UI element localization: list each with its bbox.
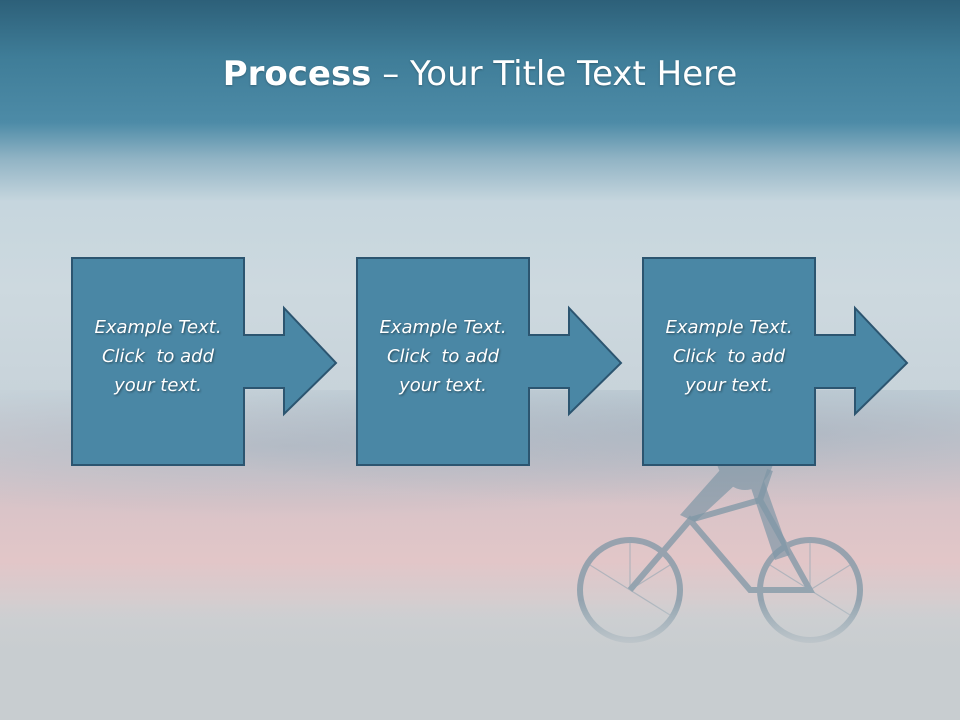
step-1-line-2: Click to add: [101, 346, 214, 367]
step-3-line-2: Click to add: [672, 346, 785, 367]
step-box-arrow-shape: [642, 257, 909, 466]
step-3-text[interactable]: Example Text. Click to add your text.: [644, 313, 814, 400]
step-box-arrow-shape: [71, 257, 338, 466]
slide-title[interactable]: Process – Your Title Text Here: [0, 52, 960, 96]
step-3-line-3: your text.: [685, 375, 773, 396]
title-bold-part: Process: [222, 54, 372, 94]
step-3-line-1: Example Text.: [665, 317, 793, 338]
process-step-1[interactable]: Example Text. Click to add your text.: [71, 257, 341, 467]
step-1-text[interactable]: Example Text. Click to add your text.: [73, 313, 243, 400]
step-1-line-1: Example Text.: [94, 317, 222, 338]
title-rest-part: – Your Title Text Here: [371, 54, 738, 94]
step-2-line-1: Example Text.: [379, 317, 507, 338]
step-1-line-3: your text.: [114, 375, 202, 396]
process-step-3[interactable]: Example Text. Click to add your text.: [642, 257, 912, 467]
step-2-text[interactable]: Example Text. Click to add your text.: [358, 313, 528, 400]
process-step-2[interactable]: Example Text. Click to add your text.: [356, 257, 626, 467]
step-2-line-2: Click to add: [386, 346, 499, 367]
ground-fog: [0, 600, 960, 720]
step-box-arrow-shape: [356, 257, 623, 466]
step-2-line-3: your text.: [399, 375, 487, 396]
